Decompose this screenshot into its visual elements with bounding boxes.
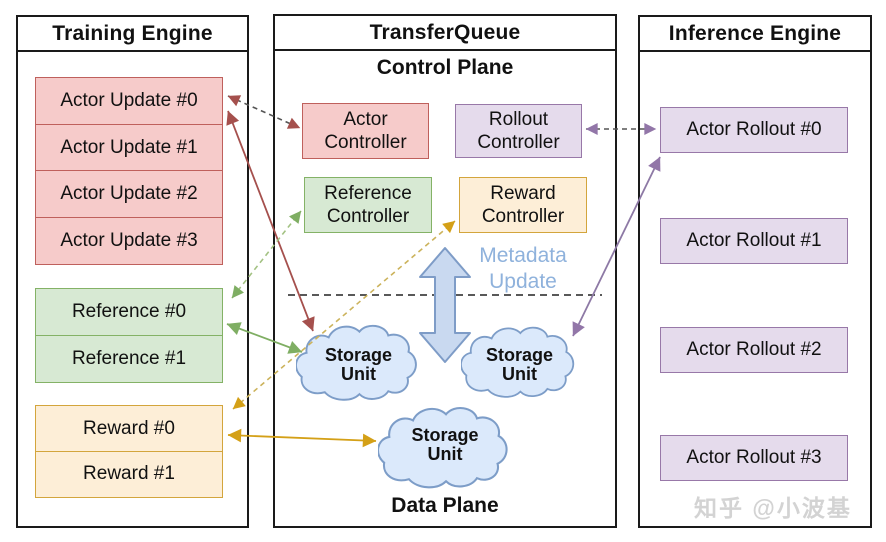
actor-update-0-box: Actor Update #0 — [35, 77, 223, 125]
transfer-queue-title: TransferQueue — [275, 16, 615, 51]
reward-controller-box: Reward Controller — [459, 177, 587, 233]
inference-engine-title: Inference Engine — [640, 17, 870, 52]
actor-controller-box: Actor Controller — [302, 103, 429, 159]
training-engine-title: Training Engine — [18, 17, 247, 52]
storage-unit-right: Storage Unit — [461, 325, 578, 405]
cloud-shape-icon — [378, 407, 508, 489]
metadata-update-label: Metadata Update — [479, 244, 567, 294]
reward-0-box: Reward #0 — [35, 405, 223, 452]
storage-unit-label: Storage Unit — [411, 424, 479, 464]
storage-unit-label: Storage Unit — [324, 344, 393, 384]
reference-0-box: Reference #0 — [35, 288, 223, 336]
actor-update-2-box: Actor Update #2 — [35, 170, 223, 218]
data-plane-label: Data Plane — [391, 494, 499, 517]
actor-rollout-3-box: Actor Rollout #3 — [660, 435, 848, 481]
reward-1-box: Reward #1 — [35, 450, 223, 498]
control-plane-label: Control Plane — [376, 56, 514, 79]
actor-update-1-box: Actor Update #1 — [35, 123, 223, 172]
storage-unit-left: Storage Unit — [296, 323, 421, 407]
actor-rollout-2-box: Actor Rollout #2 — [660, 327, 848, 373]
storage-unit-bottom: Storage Unit — [378, 405, 512, 489]
watermark-text: 知乎 @小波基 — [694, 495, 852, 521]
rollout-controller-box: Rollout Controller — [455, 104, 582, 158]
storage-unit-label: Storage Unit — [485, 344, 554, 384]
reference-1-box: Reference #1 — [35, 334, 223, 383]
actor-rollout-1-box: Actor Rollout #1 — [660, 218, 848, 264]
actor-update-3-box: Actor Update #3 — [35, 216, 223, 265]
actor-rollout-0-box: Actor Rollout #0 — [660, 107, 848, 153]
reference-controller-box: Reference Controller — [304, 177, 432, 233]
